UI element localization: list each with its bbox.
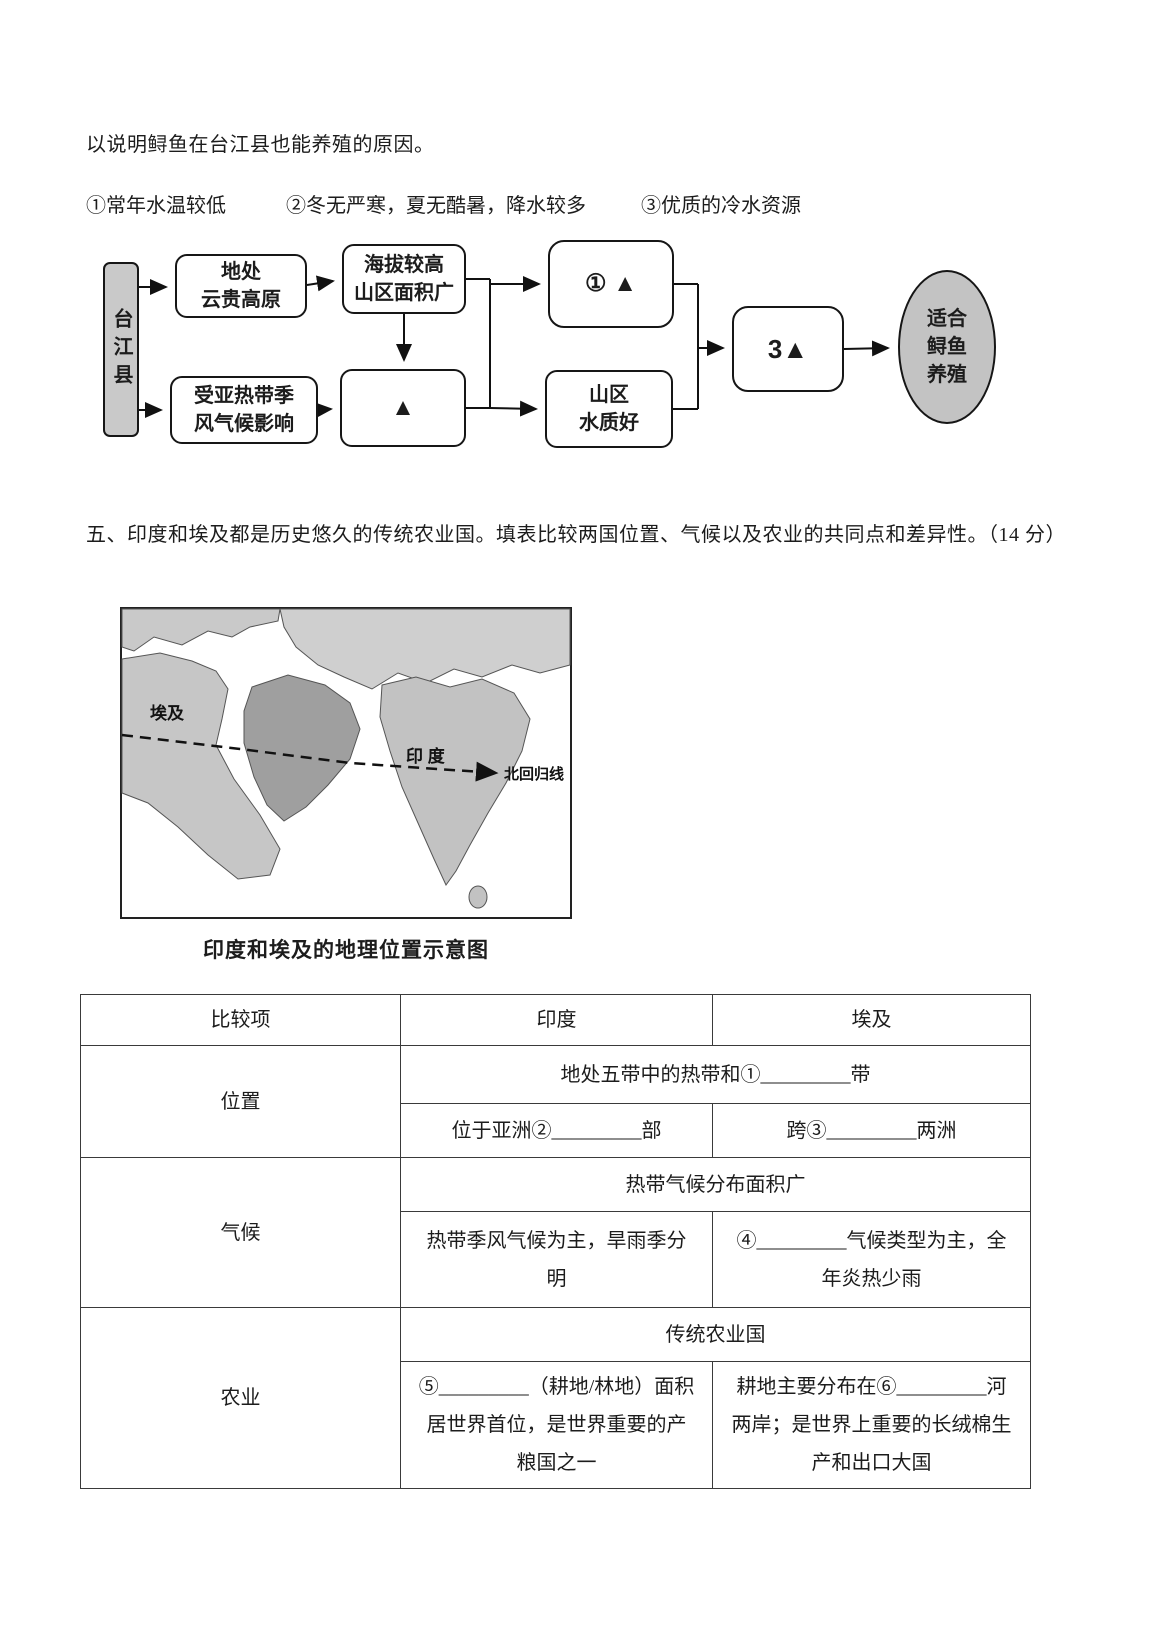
agriculture-egypt-cell: 耕地主要分布在⑥_________河两岸；是世界上重要的长绒棉生产和出口大国 — [712, 1361, 1031, 1489]
location-shared-cell: 地处五带中的热带和①_________带 — [400, 1045, 1031, 1104]
section-5-heading: 五、印度和埃及都是历史悠久的传统农业国。填表比较两国位置、气候以及农业的共同点和… — [86, 524, 1066, 546]
row-label-climate: 气候 — [80, 1157, 401, 1308]
location-map: 埃及 印 度 北回归线 — [120, 607, 572, 919]
table-header-row: 比较项 印度 埃及 — [80, 994, 1031, 1046]
land-arabian-peninsula — [243, 674, 361, 822]
flow-box-blank-final: 3▲ — [732, 306, 844, 392]
agriculture-shared-cell: 传统农业国 — [400, 1307, 1031, 1362]
map-label-tropic: 北回归线 — [504, 765, 564, 783]
tropic-of-cancer-line — [121, 733, 499, 782]
flow-box-blank-mid: ▲ — [340, 369, 466, 447]
map-label-india: 印 度 — [406, 746, 446, 766]
option-2: ②冬无严寒，夏无酷暑，降水较多 — [286, 195, 586, 217]
land-egypt-africa — [121, 652, 281, 880]
climate-shared-cell: 热带气候分布面积广 — [400, 1157, 1031, 1212]
flow-box-plateau: 地处 云贵高原 — [175, 254, 307, 318]
row-label-agriculture: 农业 — [80, 1307, 401, 1489]
map-caption: 印度和埃及的地理位置示意图 — [203, 939, 489, 962]
table-row: ⑤_________（耕地/林地）面积居世界首位，是世界重要的产粮国之一 耕地主… — [81, 1361, 1031, 1489]
climate-egypt-cell: ④_________气候类型为主，全年炎热少雨 — [712, 1211, 1031, 1308]
map-label-egypt: 埃及 — [150, 703, 185, 723]
climate-india-cell: 热带季风气候为主，旱雨季分明 — [400, 1211, 713, 1308]
flow-box-monsoon: 受亚热带季 风气候影响 — [170, 376, 318, 444]
land-india — [379, 676, 531, 886]
location-egypt-cell: 跨③_________两洲 — [712, 1103, 1031, 1158]
flow-box-water-quality: 山区 水质好 — [545, 370, 673, 448]
table-row: 农业 传统农业国 — [80, 1307, 1031, 1489]
row-label-location: 位置 — [80, 1045, 401, 1158]
col-header-egypt: 埃及 — [712, 994, 1031, 1046]
flow-start-taijiang: 台江县 — [103, 262, 139, 437]
location-india-cell: 位于亚洲②_________部 — [400, 1103, 713, 1158]
table-row: 热带季风气候为主，旱雨季分明 ④_________气候类型为主，全年炎热少雨 — [81, 1211, 1031, 1308]
col-header-india: 印度 — [400, 994, 713, 1046]
option-1: ①常年水温较低 — [86, 195, 226, 217]
flow-box-altitude: 海拔较高 山区面积广 — [342, 244, 466, 314]
intro-line: 以说明鲟鱼在台江县也能养殖的原因。 — [86, 134, 435, 156]
answer-options: ①常年水温较低 ②冬无严寒，夏无酷暑，降水较多 ③优质的冷水资源 — [86, 189, 1158, 218]
agriculture-india-cell: ⑤_________（耕地/林地）面积居世界首位，是世界重要的产粮国之一 — [400, 1361, 713, 1489]
flow-result-ellipse: 适合 鲟鱼 养殖 — [898, 270, 996, 424]
map-figure: 埃及 印 度 北回归线 印度和埃及的地理位置示意图 — [120, 607, 572, 964]
sturgeon-flowchart: 台江县 地处 云贵高原 受亚热带季 风气候影响 海拔较高 山区面积广 ▲ ① ▲… — [0, 238, 1158, 490]
table-row: 气候 热带气候分布面积广 — [80, 1157, 1031, 1308]
land-sri-lanka — [468, 885, 488, 909]
option-3: ③优质的冷水资源 — [641, 195, 801, 217]
col-header-item: 比较项 — [80, 994, 401, 1046]
table-row: 位置 地处五带中的热带和①_________带 — [80, 1045, 1031, 1158]
flow-box-blank-top: ① ▲ — [548, 240, 674, 328]
land-anatolia — [121, 608, 281, 652]
table-row: 位于亚洲②_________部 跨③_________两洲 — [81, 1103, 1031, 1158]
comparison-table: 比较项 印度 埃及 位置 地处五带中的热带和①_________带 位于亚洲②_… — [80, 994, 1031, 1489]
